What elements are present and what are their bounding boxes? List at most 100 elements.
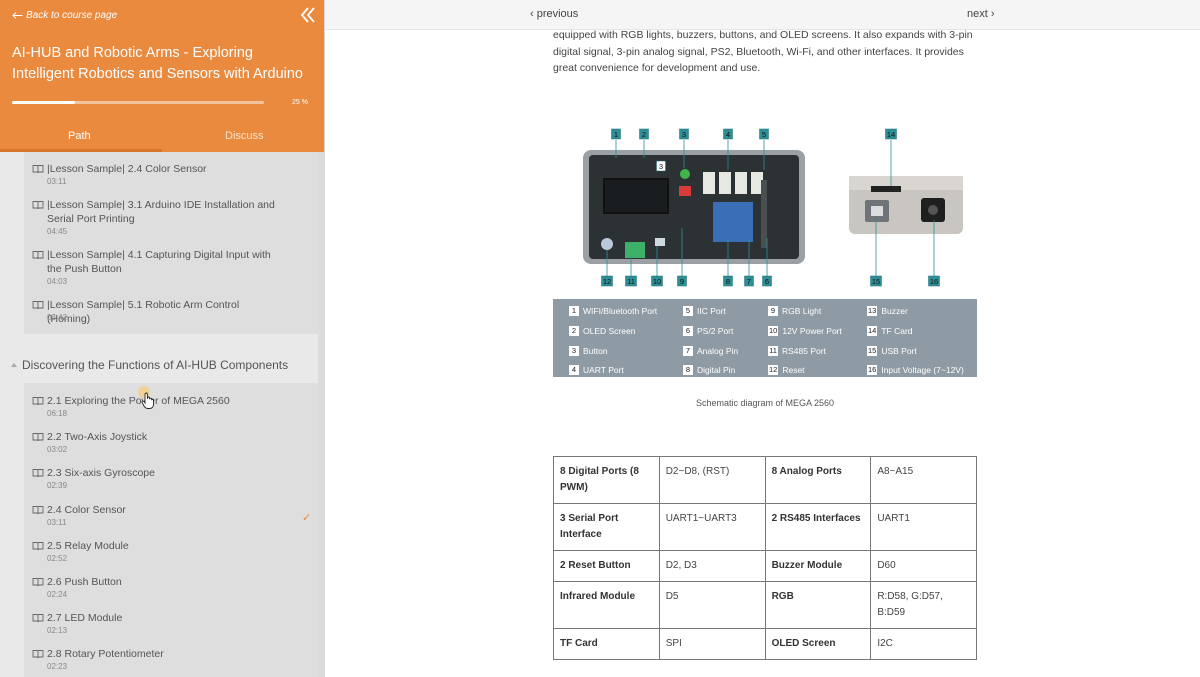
- table-key-cell: Infrared Module: [554, 582, 660, 629]
- schematic-legend: 1WIFI/Bluetooth Port2OLED Screen3Button4…: [553, 299, 977, 377]
- table-value-cell: D2, D3: [659, 551, 765, 582]
- book-icon: [32, 164, 44, 174]
- legend-label: Analog Pin: [697, 346, 738, 356]
- callout-number: 5: [762, 130, 766, 139]
- callout-number: 9: [680, 277, 684, 286]
- book-icon: [32, 468, 44, 478]
- tab-path[interactable]: Path: [68, 130, 91, 142]
- lesson-duration: 03:11: [47, 518, 66, 527]
- tab-discuss[interactable]: Discuss: [225, 130, 264, 142]
- course-progress-fill: [12, 101, 75, 104]
- legend-item: 9 RGB Light: [768, 306, 821, 316]
- legend-item: 5IIC Port: [683, 306, 726, 316]
- callout-number: 4: [726, 130, 730, 139]
- table-row: Infrared ModuleD5RGBR:D58, G:D57, B:D59: [554, 582, 977, 629]
- table-row: 3 Serial Port InterfaceUART1~UART32 RS48…: [554, 504, 977, 551]
- book-icon: [32, 200, 44, 210]
- callout-number: 14: [887, 130, 895, 139]
- section-collapse-caret-icon[interactable]: [11, 363, 17, 367]
- legend-item: 1012V Power Port: [768, 326, 842, 336]
- legend-label: OLED Screen: [583, 326, 635, 336]
- lesson-list: |Lesson Sample| 2.4 Color Sensor 03:11 |…: [0, 152, 318, 677]
- legend-label: TF Card: [881, 326, 912, 336]
- callout-number: 1: [614, 130, 618, 139]
- intro-paragraph: equipped with RGB lights, buzzers, butto…: [553, 27, 983, 77]
- legend-number: 9: [768, 306, 778, 316]
- hand-cursor-icon: [141, 392, 155, 410]
- callout-number: 11: [627, 277, 635, 286]
- table-key-cell: OLED Screen: [765, 629, 871, 660]
- table-row: 8 Digital Ports (8 PWM)D2~D8, (RST)8 Ana…: [554, 457, 977, 504]
- callout-number: 10: [653, 277, 661, 286]
- legend-item: 1WIFI/Bluetooth Port: [569, 306, 657, 316]
- table-value-cell: SPI: [659, 629, 765, 660]
- back-to-course-link[interactable]: Back to course page: [12, 10, 117, 21]
- book-icon: [32, 505, 44, 515]
- callout-number: 8: [726, 277, 730, 286]
- lesson-duration: 04:03: [47, 277, 67, 286]
- table-value-cell: A8~A15: [871, 457, 977, 504]
- table-value-cell: UART1~UART3: [659, 504, 765, 551]
- lesson-duration: 02:52: [47, 554, 67, 563]
- lesson-title: 2.3 Six-axis Gyroscope: [47, 466, 282, 480]
- back-link-label: Back to course page: [26, 10, 117, 21]
- table-key-cell: 3 Serial Port Interface: [554, 504, 660, 551]
- legend-item: 11RS485 Port: [768, 346, 826, 356]
- lesson-title: 2.2 Two-Axis Joystick: [47, 430, 282, 444]
- legend-label: Reset: [782, 365, 804, 375]
- lesson-duration: 03:11: [47, 177, 66, 186]
- legend-label: IIC Port: [697, 306, 726, 316]
- course-progress-label: 25 %: [292, 99, 308, 106]
- collapse-sidebar-icon[interactable]: [300, 6, 316, 24]
- arrow-left-icon: [12, 12, 23, 19]
- diagram-caption: Schematic diagram of MEGA 2560: [553, 398, 977, 408]
- lesson-title: 2.8 Rotary Potentiometer: [47, 647, 282, 661]
- legend-label: Button: [583, 346, 608, 356]
- table-key-cell: 2 RS485 Interfaces: [765, 504, 871, 551]
- legend-item: 4 UART Port: [569, 365, 624, 375]
- book-icon: [32, 300, 44, 310]
- book-icon: [32, 649, 44, 659]
- sidebar-scroll-track[interactable]: [318, 152, 325, 677]
- book-icon: [32, 432, 44, 442]
- section-title[interactable]: Discovering the Functions of AI-HUB Comp…: [22, 358, 288, 372]
- legend-number: 3: [569, 346, 579, 356]
- legend-item: 15USB Port: [867, 346, 917, 356]
- callout-number: 3: [659, 162, 663, 171]
- legend-label: UART Port: [583, 365, 624, 375]
- legend-number: 7: [683, 346, 693, 356]
- table-key-cell: 8 Analog Ports: [765, 457, 871, 504]
- lesson-title: 2.6 Push Button: [47, 575, 282, 589]
- legend-number: 13: [867, 306, 877, 316]
- completed-check-icon: ✓: [302, 511, 311, 524]
- legend-item: 7 Analog Pin: [683, 346, 738, 356]
- legend-label: Buzzer: [881, 306, 907, 316]
- callout-number: 3: [682, 130, 686, 139]
- table-key-cell: 2 Reset Button: [554, 551, 660, 582]
- lesson-title: 2.4 Color Sensor: [47, 503, 282, 517]
- legend-label: Input Voltage (7~12V): [881, 365, 963, 375]
- legend-item: 16Input Voltage (7~12V): [867, 365, 964, 375]
- table-row: 2 Reset ButtonD2, D3Buzzer ModuleD60: [554, 551, 977, 582]
- table-key-cell: TF Card: [554, 629, 660, 660]
- legend-item: 8Digital Pin: [683, 365, 735, 375]
- legend-number: 6: [683, 326, 693, 336]
- lesson-duration: 02:13: [47, 626, 67, 635]
- next-button[interactable]: next ›: [967, 8, 995, 20]
- lesson-duration: 02:24: [47, 590, 67, 599]
- mega2560-spec-table: 8 Digital Ports (8 PWM)D2~D8, (RST)8 Ana…: [553, 456, 977, 660]
- book-icon: [32, 577, 44, 587]
- legend-number: 4: [569, 365, 579, 375]
- table-row: TF CardSPIOLED ScreenI2C: [554, 629, 977, 660]
- lesson-duration: 04:45: [47, 227, 67, 236]
- lesson-group-samples: |Lesson Sample| 2.4 Color Sensor 03:11 |…: [24, 152, 318, 334]
- lesson-duration: 03:42: [47, 313, 67, 322]
- legend-item: 13 Buzzer: [867, 306, 908, 316]
- legend-label: RGB Light: [782, 306, 821, 316]
- previous-button[interactable]: ‹ previous: [530, 8, 578, 20]
- lesson-duration: 03:02: [47, 445, 67, 454]
- lesson-nav-bar: ‹ previous next ›: [325, 0, 1200, 30]
- lesson-title: |Lesson Sample| 5.1 Robotic Arm Control …: [47, 298, 282, 326]
- legend-number: 8: [683, 365, 693, 375]
- table-value-cell: D5: [659, 582, 765, 629]
